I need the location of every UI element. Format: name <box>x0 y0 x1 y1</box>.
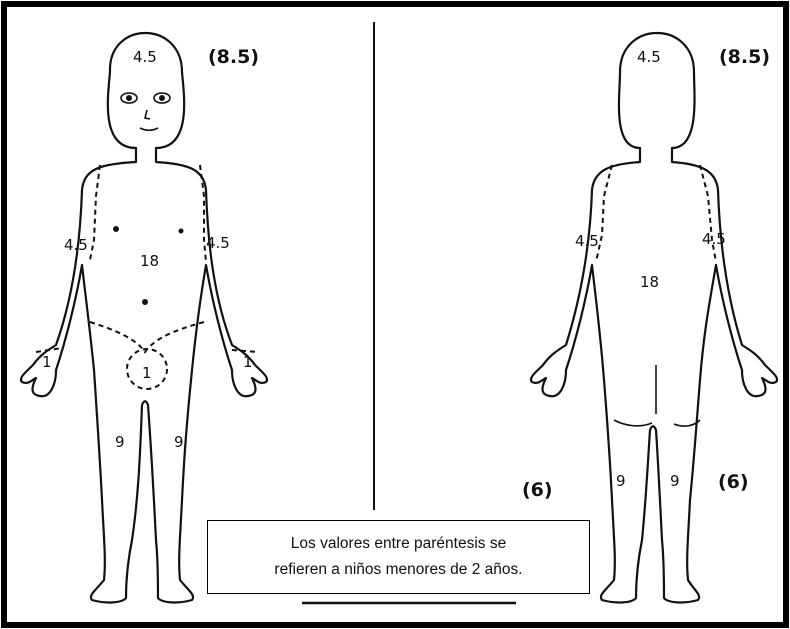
left-pupil <box>126 95 132 101</box>
back-trunk-value: 18 <box>640 273 659 291</box>
back-head-value: 4.5 <box>637 48 661 66</box>
mouth <box>140 128 158 130</box>
footnote-box: Los valores entre paréntesis se refieren… <box>207 520 590 594</box>
front-groin-line <box>90 322 204 352</box>
footnote-line-2: refieren a niños menores de 2 años. <box>274 557 522 583</box>
front-right-hand-value: 1 <box>243 353 253 371</box>
left-nipple <box>113 226 119 232</box>
back-left-leg-child-value: (6) <box>522 479 553 501</box>
front-left-leg-value: 9 <box>115 433 125 451</box>
back-head-child-value: (8.5) <box>719 46 770 68</box>
front-body-outline <box>21 33 267 602</box>
footnote-line-1: Los valores entre paréntesis se <box>291 531 506 557</box>
front-head-child-value: (8.5) <box>208 46 259 68</box>
front-left-shoulder-line <box>90 165 100 260</box>
front-right-wrist-line <box>232 350 258 352</box>
front-genital-value: 1 <box>142 364 152 382</box>
back-right-leg-value: 9 <box>670 472 680 490</box>
front-left-arm-value: 4.5 <box>64 236 88 254</box>
back-right-arm-value: 4.5 <box>702 230 726 248</box>
front-right-leg-value: 9 <box>174 433 184 451</box>
front-trunk-value: 18 <box>140 252 159 270</box>
front-figure <box>21 33 267 602</box>
nose <box>145 110 150 119</box>
front-head-value: 4.5 <box>133 48 157 66</box>
back-left-arm-value: 4.5 <box>575 232 599 250</box>
back-left-leg-value: 9 <box>616 472 626 490</box>
left-buttock-crease <box>614 420 652 426</box>
front-left-hand-value: 1 <box>42 353 52 371</box>
back-body-outline <box>531 33 777 602</box>
right-pupil <box>159 95 165 101</box>
front-right-arm-value: 4.5 <box>206 234 230 252</box>
back-right-leg-child-value: (6) <box>718 471 749 493</box>
navel <box>142 299 148 305</box>
back-figure <box>531 33 777 602</box>
right-nipple <box>179 229 184 234</box>
